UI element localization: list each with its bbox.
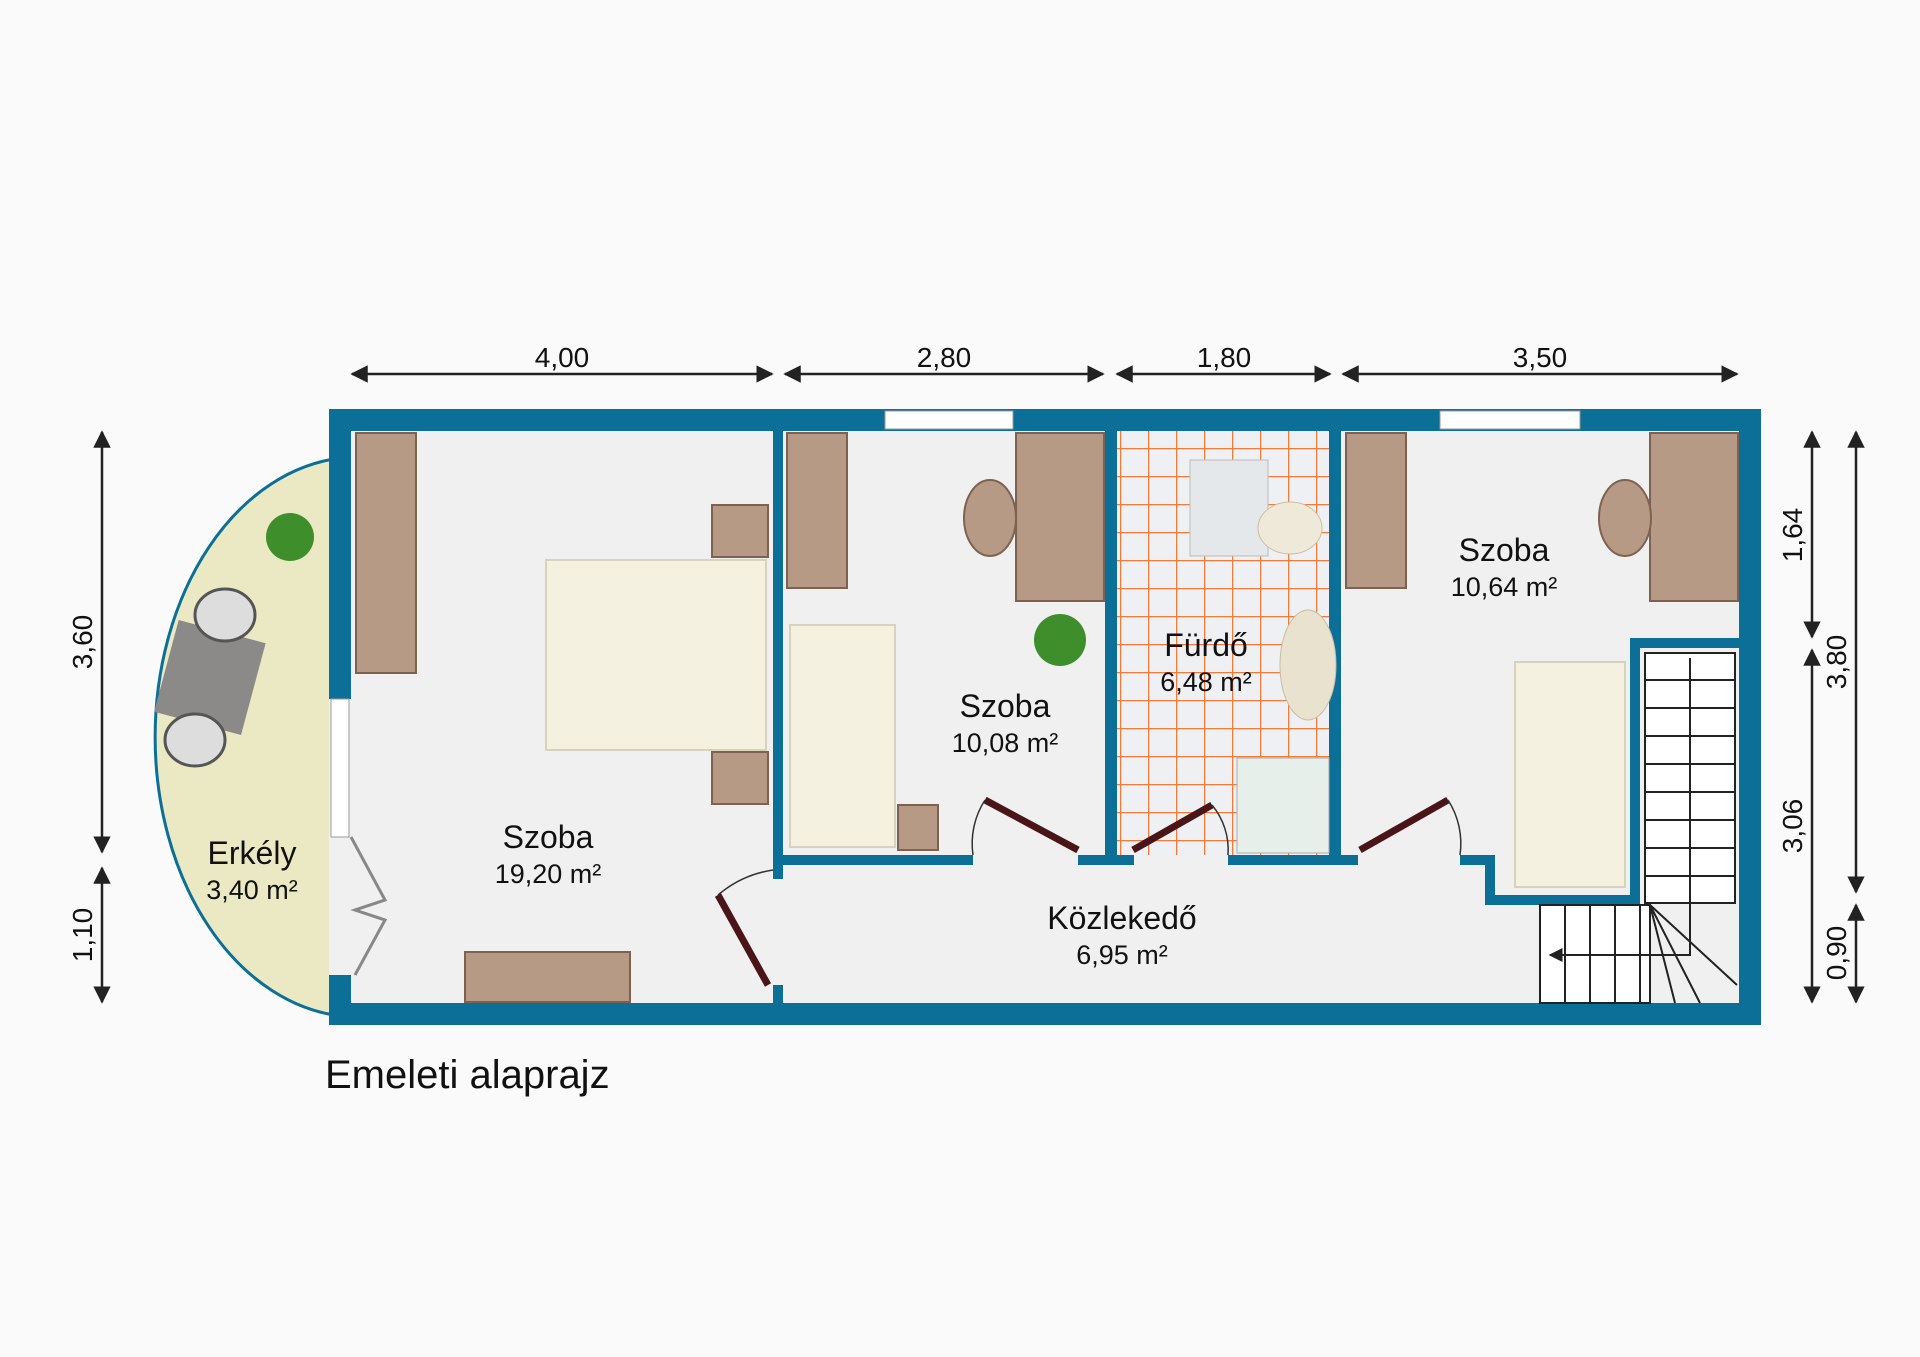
room-area-corridor: 6,95 m² [1076, 940, 1168, 970]
dim-top-1: 4,00 [535, 342, 590, 373]
balcony-chair [163, 712, 227, 768]
window [1439, 410, 1581, 430]
dim-right-inner-2: 3,06 [1777, 799, 1808, 854]
room-name-balcony: Erkély [208, 835, 297, 871]
balcony-window [330, 698, 350, 838]
dim-right-inner-1: 1,64 [1777, 508, 1808, 563]
chair [963, 479, 1017, 557]
single-bed [1514, 661, 1626, 888]
toilet [1257, 501, 1323, 555]
dim-top-3: 1,80 [1197, 342, 1252, 373]
sink [1279, 609, 1337, 721]
plan-title: Emeleti alaprajz [325, 1053, 610, 1097]
dimension-lines [93, 365, 1865, 1004]
nightstand [897, 804, 939, 851]
wardrobe [786, 432, 848, 589]
double-bed [545, 559, 767, 751]
dim-top-4: 3,50 [1513, 342, 1568, 373]
room-area-bedroom-right: 10,64 m² [1451, 572, 1558, 602]
chair [1598, 479, 1652, 557]
doors [714, 796, 1462, 987]
plant [266, 513, 314, 561]
room-name-bathroom: Fürdő [1164, 627, 1248, 663]
dim-left-1: 3,60 [67, 615, 98, 670]
dim-right-outer-1: 3,80 [1821, 635, 1852, 690]
nightstand [711, 751, 769, 805]
room-name-bedroom-large: Szoba [503, 819, 594, 855]
room-area-bathroom: 6,48 m² [1160, 667, 1252, 697]
nightstand [711, 504, 769, 558]
wardrobe [355, 432, 417, 674]
desk [1015, 432, 1105, 602]
room-name-bedroom-right: Szoba [1459, 532, 1550, 568]
dresser [464, 951, 631, 1003]
room-name-corridor: Közlekedő [1047, 900, 1196, 936]
staircase [1539, 652, 1738, 1004]
single-bed [789, 624, 896, 848]
plant [1034, 614, 1086, 666]
dim-left-2: 1,10 [67, 908, 98, 963]
room-area-bedroom-large: 19,20 m² [495, 859, 602, 889]
balcony-chair [193, 587, 257, 643]
room-name-bedroom-middle: Szoba [960, 688, 1051, 724]
window [884, 410, 1014, 430]
dim-top-2: 2,80 [917, 342, 972, 373]
shower [1236, 757, 1330, 854]
bath-mirror [1189, 459, 1269, 557]
balcony-door [349, 836, 388, 976]
furniture [154, 432, 1739, 1003]
dim-right-outer-2: 0,90 [1821, 926, 1852, 981]
room-area-balcony: 3,40 m² [206, 875, 298, 905]
desk [1649, 432, 1739, 602]
room-area-bedroom-middle: 10,08 m² [952, 728, 1059, 758]
balcony-table [154, 619, 266, 736]
outer-walls [329, 409, 1761, 1025]
wardrobe [1345, 432, 1407, 589]
